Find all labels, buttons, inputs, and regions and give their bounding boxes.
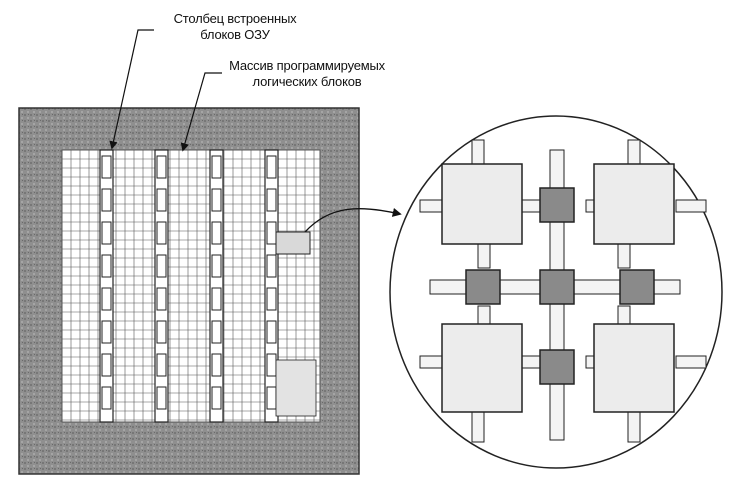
logic-block-grid: [61, 149, 321, 423]
switch-matrix: [539, 187, 575, 223]
ram-block: [266, 320, 277, 344]
magnified-view: [389, 115, 723, 469]
logic-block: [593, 163, 675, 245]
zoom-source-highlight: [275, 231, 311, 255]
logic-block: [593, 323, 675, 413]
ram-block: [266, 155, 277, 179]
ram-block: [211, 188, 222, 212]
arrow-icon: [304, 207, 402, 233]
ram-block: [156, 287, 167, 311]
logic-array-label-line: Массив программируемых логических блоков: [229, 58, 385, 89]
ram-block: [101, 221, 112, 245]
switch-matrix: [465, 269, 501, 305]
switch-matrix: [539, 349, 575, 385]
switch-matrix: [619, 269, 655, 305]
ram-block: [101, 155, 112, 179]
ram-block: [156, 386, 167, 410]
ram-block: [266, 221, 277, 245]
magnified-interconnect: [419, 139, 707, 443]
logic-array-pointer: [180, 72, 222, 152]
ram-block: [156, 353, 167, 377]
ram-block: [101, 254, 112, 278]
ram-block: [156, 155, 167, 179]
ram-block: [266, 287, 277, 311]
ram-block: [101, 320, 112, 344]
ram-block: [101, 386, 112, 410]
ram-block: [211, 221, 222, 245]
ram-block: [211, 353, 222, 377]
ram-block: [266, 386, 277, 410]
ram-block: [156, 254, 167, 278]
ram-block: [266, 188, 277, 212]
ram-block: [266, 353, 277, 377]
wire-stub: [675, 355, 707, 369]
zoom-connector: [275, 207, 402, 255]
wire-stub: [675, 199, 707, 213]
ram-block: [211, 155, 222, 179]
ram-column-label: Столбец встроенных блоков ОЗУ: [150, 11, 320, 43]
ram-block: [156, 221, 167, 245]
ram-block: [266, 254, 277, 278]
ram-block: [211, 287, 222, 311]
ram-block: [101, 188, 112, 212]
ram-block: [211, 254, 222, 278]
ram-block: [101, 353, 112, 377]
ram-block: [156, 320, 167, 344]
switch-matrix: [539, 269, 575, 305]
ram-column-label-line: Столбец встроенных блоков ОЗУ: [173, 11, 297, 42]
highlight-region: [275, 359, 317, 417]
ram-block: [211, 320, 222, 344]
wire-stub: [627, 411, 641, 443]
label-pointers: [109, 29, 222, 152]
wire-stub: [471, 411, 485, 443]
logic-block: [441, 163, 523, 245]
ram-block: [211, 386, 222, 410]
ram-block: [156, 188, 167, 212]
ram-block: [101, 287, 112, 311]
logic-block: [441, 323, 523, 413]
logic-array-label: Массив программируемых логических блоков: [212, 58, 402, 90]
ram-column-pointer: [109, 29, 154, 150]
